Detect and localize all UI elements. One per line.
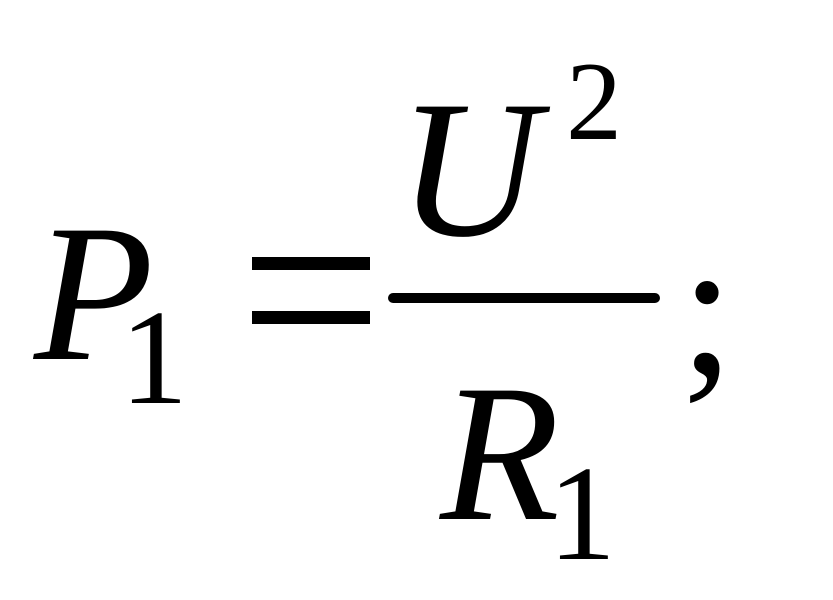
- numerator-variable: U: [398, 61, 540, 278]
- fraction-bar: [388, 293, 660, 303]
- equals-sign-bottom-bar: [252, 311, 370, 324]
- denominator-subscript: 1: [548, 439, 616, 589]
- lhs-subscript: 1: [120, 283, 188, 433]
- denominator-variable: R: [440, 345, 560, 562]
- lhs-variable: P: [34, 185, 154, 402]
- equals-sign-top-bar: [252, 257, 370, 270]
- numerator-superscript: 2: [566, 40, 622, 164]
- formula-terminator: ;: [680, 199, 735, 416]
